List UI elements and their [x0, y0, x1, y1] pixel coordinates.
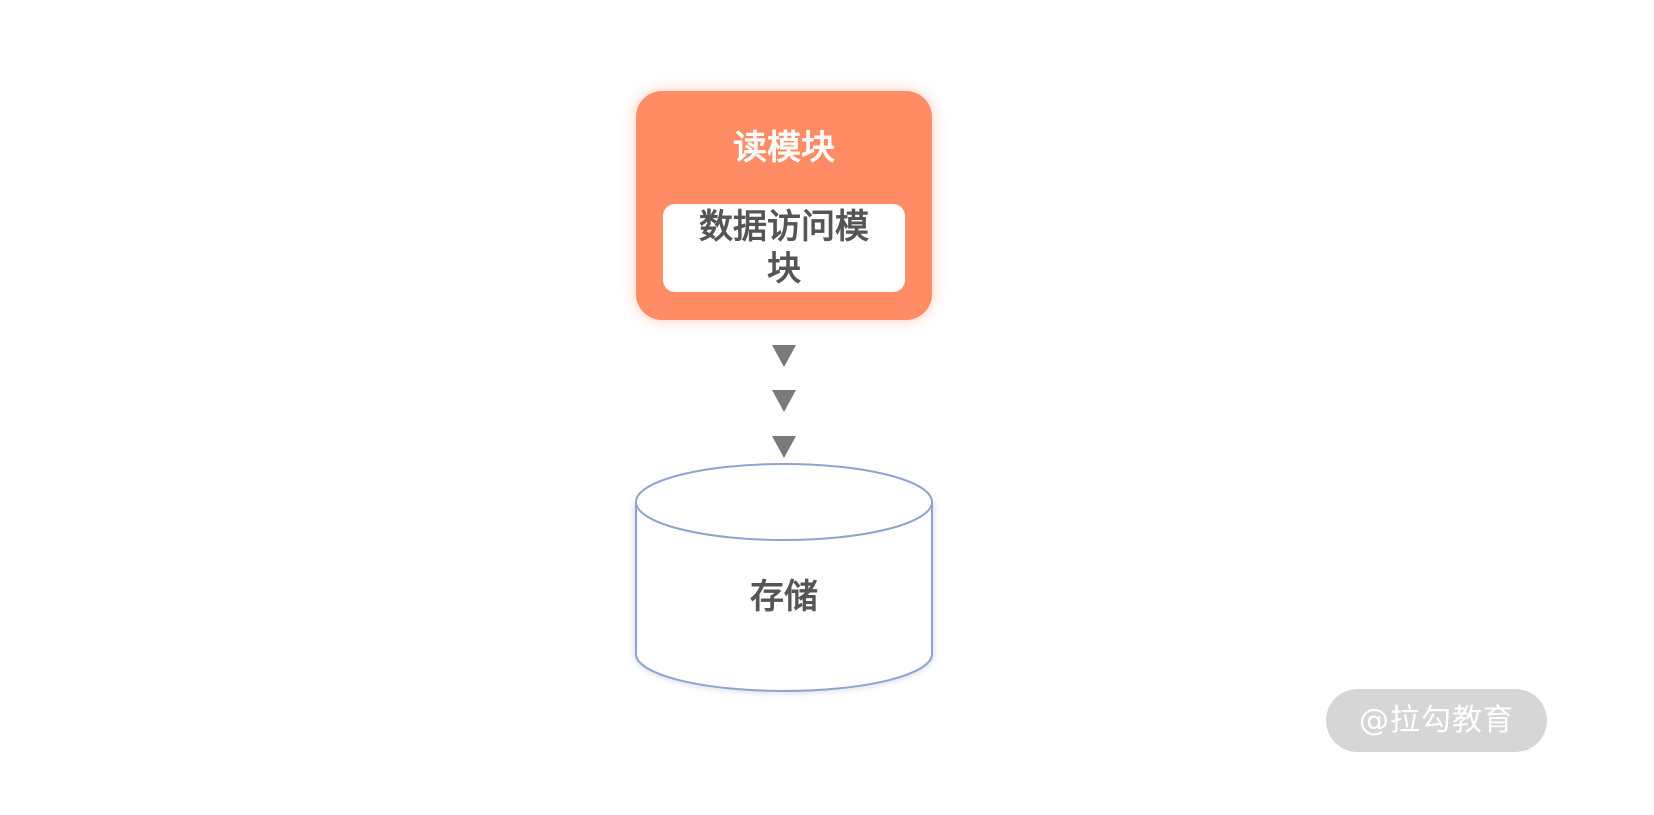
storage-cylinder-top [635, 463, 933, 541]
down-arrow-icon [772, 390, 796, 412]
data-access-module-label: 数据访问模块 [699, 207, 869, 289]
watermark-text: @拉勾教育 [1359, 702, 1514, 738]
storage-cylinder-body [635, 502, 933, 692]
watermark-badge: @拉勾教育 [1326, 689, 1547, 752]
storage-label: 存储 [750, 577, 818, 617]
down-arrow-icon [772, 345, 796, 367]
storage-cylinder [635, 463, 933, 692]
data-access-module-box: 数据访问模块 [663, 204, 905, 292]
down-arrow-icon [772, 436, 796, 458]
read-module-title: 读模块 [733, 128, 835, 168]
